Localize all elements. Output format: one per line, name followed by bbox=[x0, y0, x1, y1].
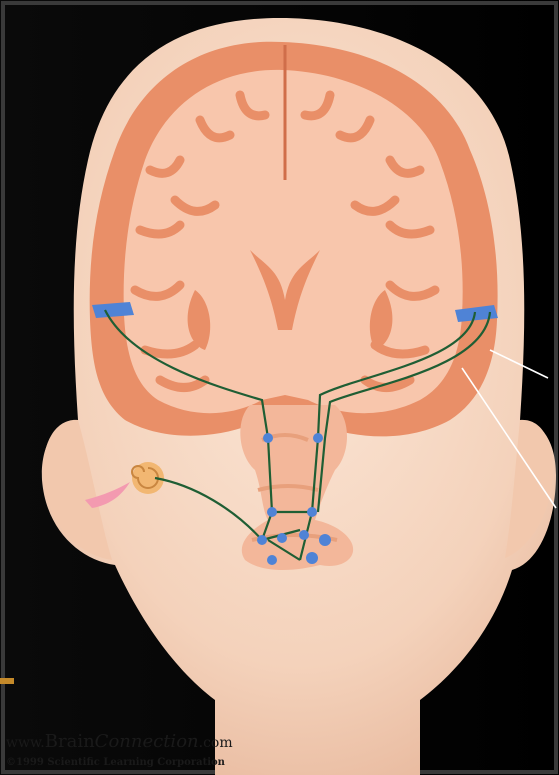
website-credit: www.BrainConnection.com bbox=[6, 731, 233, 752]
nucleus bbox=[257, 535, 267, 545]
nucleus bbox=[307, 507, 317, 517]
accent-bar bbox=[0, 678, 14, 684]
nucleus bbox=[313, 433, 323, 443]
nucleus bbox=[319, 534, 331, 546]
copyright-text: ©1999 Scientific Learning Corporation bbox=[6, 757, 225, 768]
nucleus bbox=[306, 552, 318, 564]
nucleus bbox=[277, 533, 287, 543]
nucleus bbox=[267, 555, 277, 565]
nucleus bbox=[299, 530, 309, 540]
nucleus bbox=[267, 507, 277, 517]
nucleus bbox=[263, 433, 273, 443]
cerebrum-inner bbox=[124, 70, 463, 413]
